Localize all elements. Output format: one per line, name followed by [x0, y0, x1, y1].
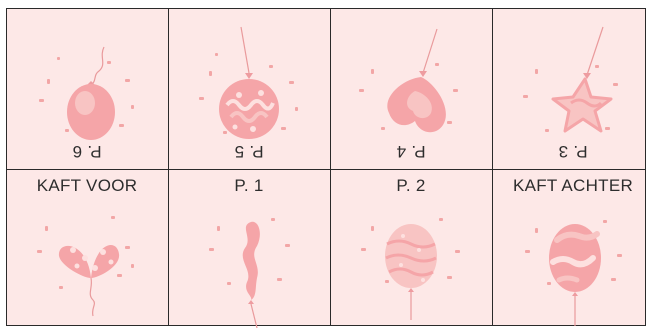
page-kaft-achter: KAFT ACHTER — [493, 170, 647, 329]
page-label: P. 3 — [493, 141, 647, 161]
page-p5: P. 5 — [169, 9, 329, 168]
divider — [168, 9, 169, 325]
page-label: P. 6 — [7, 141, 167, 161]
page-p2: P. 2 — [331, 170, 491, 329]
page-label: KAFT VOOR — [7, 176, 167, 196]
page-p3: P. 3 — [493, 9, 647, 168]
divider — [7, 169, 645, 170]
page-label: P. 4 — [331, 141, 491, 161]
page-p4: P. 4 — [331, 9, 491, 168]
booklet-sheet: P. 6 P. 5 — [6, 8, 646, 326]
page-label: KAFT ACHTER — [493, 176, 647, 196]
page-p1: P. 1 — [169, 170, 329, 329]
page-label: P. 2 — [331, 176, 491, 196]
page-kaft-voor: KAFT VOOR — [7, 170, 167, 329]
divider — [330, 9, 331, 325]
divider — [492, 9, 493, 325]
page-label: P. 5 — [169, 141, 329, 161]
page-p6: P. 6 — [7, 9, 167, 168]
page-label: P. 1 — [169, 176, 329, 196]
